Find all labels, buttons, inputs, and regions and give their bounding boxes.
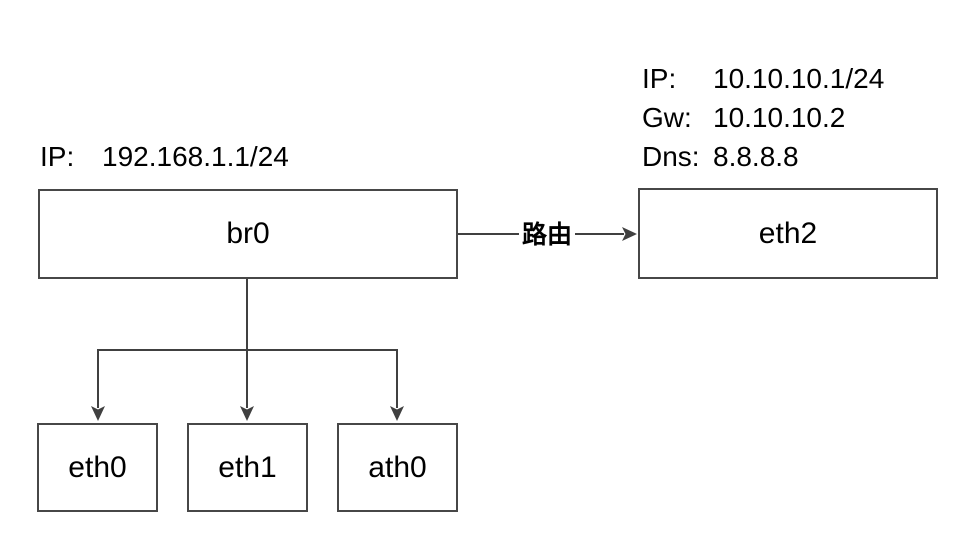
arrowhead-to-eth0	[91, 406, 105, 421]
node-br0: br0	[38, 189, 458, 279]
eth2-info-annotation: IP: 10.10.10.1/24 Gw: 10.10.10.2 Dns: 8.8.8…	[642, 59, 884, 176]
br0-ip-value: 192.168.1.1/24	[102, 141, 289, 172]
eth2-ip-key: IP:	[642, 63, 677, 94]
node-ath0: ath0	[337, 423, 458, 512]
eth2-dns-value: 8.8.8.8	[713, 141, 799, 172]
node-eth2: eth2	[638, 188, 938, 279]
node-eth0: eth0	[37, 423, 158, 512]
node-eth2-label: eth2	[758, 216, 818, 250]
node-br0-label: br0	[226, 217, 270, 250]
node-ath0-label: ath0	[368, 450, 427, 484]
br0-ip-annotation: IP: 192.168.1.1/24	[40, 141, 289, 173]
br0-ip-key: IP:	[40, 141, 75, 172]
node-eth1: eth1	[187, 423, 308, 512]
eth2-info-row-ip: IP: 10.10.10.1/24	[642, 59, 884, 98]
eth2-info-row-gw: Gw: 10.10.10.2	[642, 98, 884, 137]
eth2-gw-key: Gw:	[642, 102, 692, 133]
route-edge-label: 路由	[518, 215, 576, 251]
node-eth0-label: eth0	[68, 450, 127, 484]
node-eth1-label: eth1	[218, 450, 277, 484]
eth2-ip-value: 10.10.10.1/24	[713, 63, 885, 94]
eth2-gw-value: 10.10.10.2	[713, 102, 846, 133]
arrowhead-to-eth2	[622, 227, 637, 241]
eth2-dns-key: Dns:	[642, 141, 700, 172]
eth2-info-row-dns: Dns: 8.8.8.8	[642, 137, 884, 176]
arrowheads	[91, 227, 637, 421]
arrowhead-to-ath0	[390, 406, 404, 421]
arrowhead-to-eth1	[240, 406, 254, 421]
